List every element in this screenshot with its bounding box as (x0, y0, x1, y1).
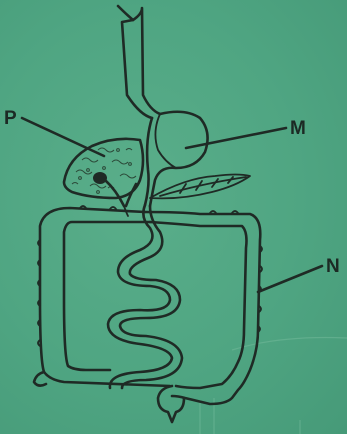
label-n: N (326, 256, 340, 277)
gall-bladder (93, 172, 107, 184)
label-m: M (290, 118, 306, 139)
small-intestine (108, 205, 182, 388)
leader-line-p (22, 118, 104, 156)
esophagus (118, 6, 160, 118)
pancreas (150, 175, 250, 199)
label-p: P (4, 108, 17, 129)
rectum (158, 386, 184, 422)
leader-lines (22, 118, 322, 292)
background-marks (200, 338, 347, 434)
liver (64, 139, 143, 206)
large-intestine (34, 206, 262, 422)
leader-line-n (258, 266, 322, 292)
leader-line-m (186, 128, 286, 148)
